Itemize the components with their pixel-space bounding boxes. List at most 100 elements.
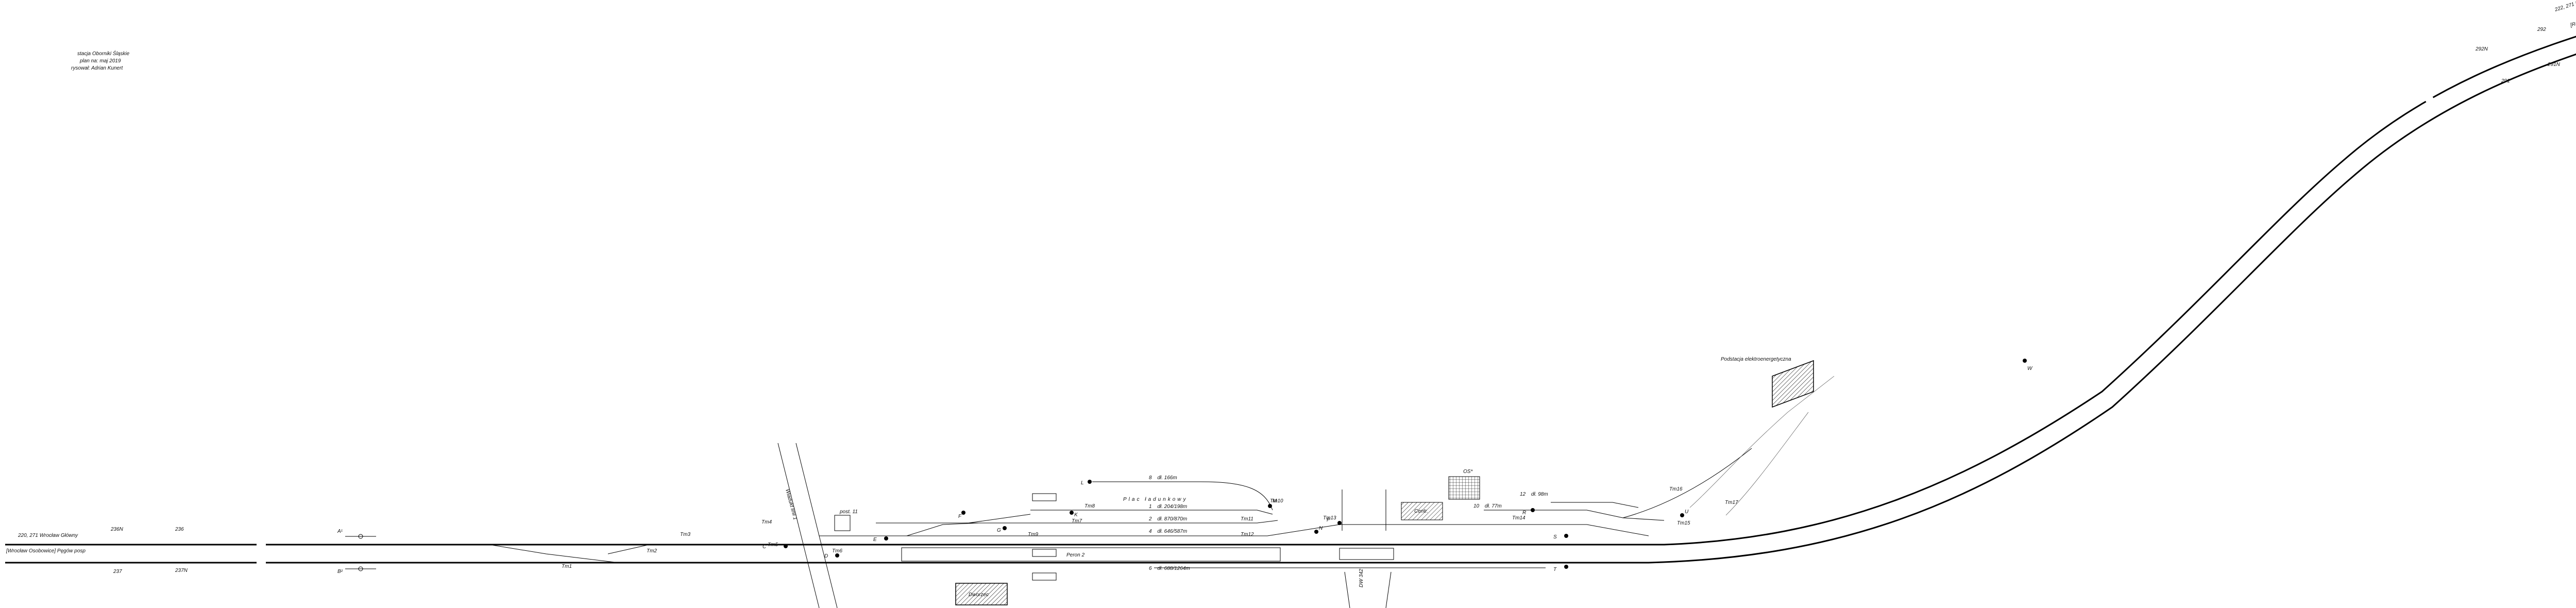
loading-shed bbox=[1032, 493, 1057, 501]
track-12-label: 12 dł. 98m bbox=[1520, 492, 1548, 497]
svg-text:E: E bbox=[873, 537, 877, 543]
signal-A: A¹ bbox=[337, 529, 376, 539]
siding-to-substation bbox=[1689, 376, 1835, 508]
main-track-upper bbox=[5, 36, 2576, 546]
control-label: Centr. bbox=[1414, 509, 1428, 514]
signal-E: E bbox=[873, 536, 888, 543]
track-break-west bbox=[257, 541, 266, 567]
crossover-west-1 bbox=[489, 544, 619, 563]
station-building-label: Dworzec bbox=[969, 592, 989, 598]
line-label-east-upper: 222, 271 Poznań Główny bbox=[2554, 0, 2576, 13]
header-plan: plan na: maj 2019 bbox=[79, 58, 121, 64]
track-8 bbox=[1092, 481, 1273, 511]
siding-curve-2 bbox=[1725, 412, 1809, 516]
km-mark-east-3: 291 bbox=[2501, 78, 2510, 84]
loading-yard-label: Plac ładunkowy bbox=[1123, 497, 1188, 502]
station-building bbox=[955, 583, 1008, 605]
signal-F: F bbox=[958, 511, 965, 519]
svg-text:T: T bbox=[1553, 567, 1557, 572]
track-2-label: 2 dł. 870/870m bbox=[1148, 516, 1187, 522]
track-12 bbox=[1551, 502, 1639, 508]
post-11-label: post. 11 bbox=[839, 509, 858, 515]
km-mark-west-4: 237N bbox=[175, 568, 188, 573]
substation-label: Podstacja elektroenergetyczna bbox=[1721, 357, 1791, 362]
svg-text:K: K bbox=[1074, 512, 1078, 518]
track-10 bbox=[1484, 510, 1665, 521]
platform-1 bbox=[1339, 548, 1394, 560]
viaduct-line-2 bbox=[795, 443, 838, 608]
line-labels: 220, 271 Wrocław Główny [Wrocław Osobowi… bbox=[6, 0, 2576, 554]
switch-Tm9: Tm9 bbox=[1028, 532, 1038, 537]
signal-C: C bbox=[762, 544, 788, 550]
road-label: DW 342 bbox=[1359, 568, 1364, 587]
svg-text:U: U bbox=[1685, 509, 1689, 515]
switch-Tm6: Tm6 bbox=[832, 548, 842, 554]
track-1 bbox=[1030, 510, 1273, 515]
substation bbox=[1772, 360, 1814, 408]
switch-Tm15: Tm15 bbox=[1677, 520, 1690, 526]
svg-text:L: L bbox=[1081, 480, 1084, 486]
switch-Tm13: Tm13 bbox=[1323, 515, 1336, 521]
signal-T: T bbox=[1553, 565, 1568, 572]
svg-text:F: F bbox=[958, 514, 962, 519]
switch-Tm4: Tm4 bbox=[761, 519, 772, 525]
km-mark-east-2: 292 bbox=[2537, 27, 2546, 32]
header-author: rysował: Adrian Kunert bbox=[71, 65, 123, 71]
shelter-2 bbox=[1032, 572, 1057, 581]
svg-text:W: W bbox=[2027, 366, 2033, 371]
track-6-label: 6 dł. 688/1264m bbox=[1149, 566, 1190, 571]
viaduct-label: Wiadukt linii 1 bbox=[784, 488, 798, 520]
switch-Tm2: Tm2 bbox=[647, 548, 657, 554]
station-tracks bbox=[489, 376, 1835, 568]
switches: Tm3 Tm2 Tm1 Tm4 Tm5 Tm6 Tm7 Tm8 Tm9 Tm10… bbox=[562, 486, 1738, 569]
signal-L: L bbox=[1081, 480, 1092, 486]
road-edge-3 bbox=[1344, 571, 1350, 608]
track-2 bbox=[876, 520, 1278, 523]
shelter-1 bbox=[1032, 549, 1057, 557]
signals: A¹ B² C D E F G K L M N P R S T U W bbox=[337, 359, 2033, 575]
switch-Tm1: Tm1 bbox=[562, 564, 572, 569]
signal-box-label: OS* bbox=[1463, 469, 1473, 475]
svg-text:M: M bbox=[1273, 498, 1277, 504]
platform-2-label: Peron 2 bbox=[1066, 552, 1084, 558]
km-mark-west-3: 237 bbox=[113, 569, 122, 575]
structures: Peron 2 Dworzec post. 11 Centr. OS* Plac… bbox=[777, 357, 1814, 608]
header-block: stacja Oborniki Śląskie plan na: maj 201… bbox=[71, 50, 130, 71]
main-tracks bbox=[5, 36, 2576, 567]
switch-Tm16: Tm16 bbox=[1669, 486, 1683, 492]
signal-W: W bbox=[2023, 359, 2033, 371]
track-4-label: 4 dł. 646/587m bbox=[1149, 529, 1187, 534]
switch-Tm5: Tm5 bbox=[768, 542, 778, 548]
track-10-label: 10 dł. 77m bbox=[1473, 503, 1502, 509]
switch-Tm17: Tm17 bbox=[1725, 500, 1738, 505]
svg-text:R: R bbox=[1522, 510, 1526, 516]
line-label-west-lower: [Wrocław Osobowice] Pęgów posp bbox=[6, 548, 86, 554]
crossover-west-2 bbox=[607, 544, 650, 554]
signal-D: D bbox=[824, 553, 839, 559]
svg-text:S: S bbox=[1553, 534, 1557, 540]
signal-box bbox=[1448, 476, 1480, 500]
svg-text:G: G bbox=[997, 528, 1001, 533]
svg-text:D: D bbox=[824, 553, 828, 559]
line-label-east-lower: [Rawicz Malczyce] bbox=[2569, 10, 2576, 28]
switch-Tm7: Tm7 bbox=[1072, 518, 1082, 524]
svg-text:N: N bbox=[1319, 526, 1323, 531]
km-mark-east-4: 291N bbox=[2547, 62, 2561, 67]
track-1-label: 1 dł. 204/198m bbox=[1149, 504, 1187, 510]
road-edge-4 bbox=[1385, 571, 1392, 608]
signal-S: S bbox=[1553, 534, 1568, 540]
switch-Tm10: Tm10 bbox=[1270, 498, 1283, 504]
control-building bbox=[1401, 502, 1443, 520]
main-track-lower bbox=[5, 53, 2576, 564]
industrial-siding-track bbox=[1622, 448, 1752, 518]
km-mark-west-1: 236N bbox=[110, 527, 124, 532]
switch-Tm11: Tm11 bbox=[1241, 516, 1253, 522]
track-break-east bbox=[2414, 77, 2437, 108]
connector-track-1 bbox=[968, 514, 1031, 523]
signal-M: M bbox=[1268, 498, 1277, 508]
svg-text:P: P bbox=[1327, 517, 1330, 523]
track-4 bbox=[819, 524, 1649, 536]
km-marks: 236N 236 237 237N 292N 292 291 291N bbox=[110, 27, 2561, 575]
signal-P: P bbox=[1327, 517, 1342, 525]
track-8-label: 8 dł. 166m bbox=[1149, 475, 1177, 481]
